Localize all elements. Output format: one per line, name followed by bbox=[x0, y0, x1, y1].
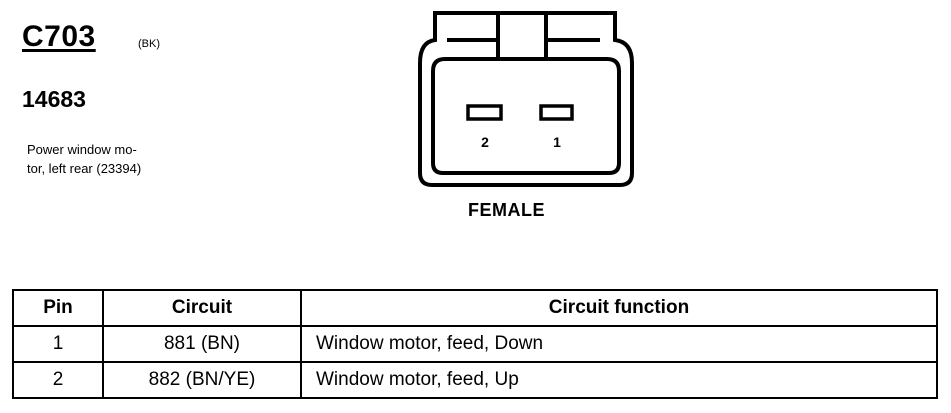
connector-description: Power window mo- tor, left rear (23394) bbox=[27, 140, 197, 178]
header-pin: Pin bbox=[12, 289, 104, 327]
connector-face-diagram: 2 1 bbox=[418, 11, 634, 187]
pin-label-2: 2 bbox=[481, 134, 489, 150]
connector-id: C703 bbox=[22, 20, 96, 53]
header-circuit: Circuit bbox=[102, 289, 302, 327]
table-header-row: Pin Circuit Circuit function bbox=[12, 289, 938, 327]
pin-cavity-2 bbox=[466, 104, 503, 121]
cell-circuit: 882 (BN/YE) bbox=[102, 361, 302, 399]
connector-gender-label: FEMALE bbox=[468, 200, 545, 220]
header-circuit-function: Circuit function bbox=[300, 289, 938, 327]
description-line-1: Power window mo- bbox=[27, 142, 137, 157]
pin-table: Pin Circuit Circuit function 1 881 (BN) … bbox=[12, 289, 938, 399]
cell-pin: 2 bbox=[12, 361, 104, 399]
cell-circuit: 881 (BN) bbox=[102, 325, 302, 363]
part-number: 14683 bbox=[22, 86, 86, 112]
cell-function: Window motor, feed, Down bbox=[300, 325, 938, 363]
pin-cavity-1 bbox=[539, 104, 574, 121]
cell-pin: 1 bbox=[12, 325, 104, 363]
description-line-2: tor, left rear (23394) bbox=[27, 161, 142, 176]
connector-inner-cavity bbox=[431, 57, 621, 175]
pin-label-1: 1 bbox=[553, 134, 561, 150]
color-code: (BK) bbox=[138, 38, 160, 50]
table-row: 1 881 (BN) Window motor, feed, Down bbox=[12, 325, 938, 363]
cell-function: Window motor, feed, Up bbox=[300, 361, 938, 399]
table-row: 2 882 (BN/YE) Window motor, feed, Up bbox=[12, 361, 938, 399]
